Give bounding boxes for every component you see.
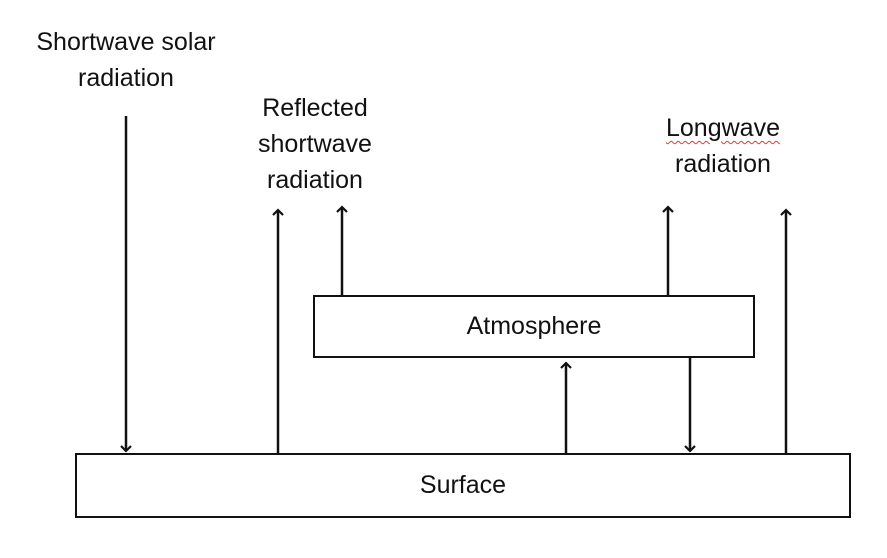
label-longwave-word: Longwave [666,114,780,142]
label-shortwave-solar-radiation: Shortwave solar radiation [10,24,242,96]
label-shortwave-solar-line-1: Shortwave solar [36,28,216,56]
label-reflected-line-2: shortwave [258,130,372,158]
surface-box: Surface [75,453,851,518]
label-reflected-line-3: radiation [267,166,363,194]
atmosphere-label: Atmosphere [466,312,602,340]
surface-label: Surface [419,471,507,499]
label-shortwave-solar-line-2: radiation [78,64,174,92]
label-reflected-line-1: Reflected [262,94,368,122]
label-longwave-line-1: Longwave [630,110,816,146]
atmosphere-box: Atmosphere [313,295,755,358]
label-longwave-radiation: Longwave radiation [630,110,816,182]
label-reflected-shortwave-radiation: Reflected shortwave radiation [220,90,410,198]
label-longwave-line-2: radiation [675,150,771,178]
